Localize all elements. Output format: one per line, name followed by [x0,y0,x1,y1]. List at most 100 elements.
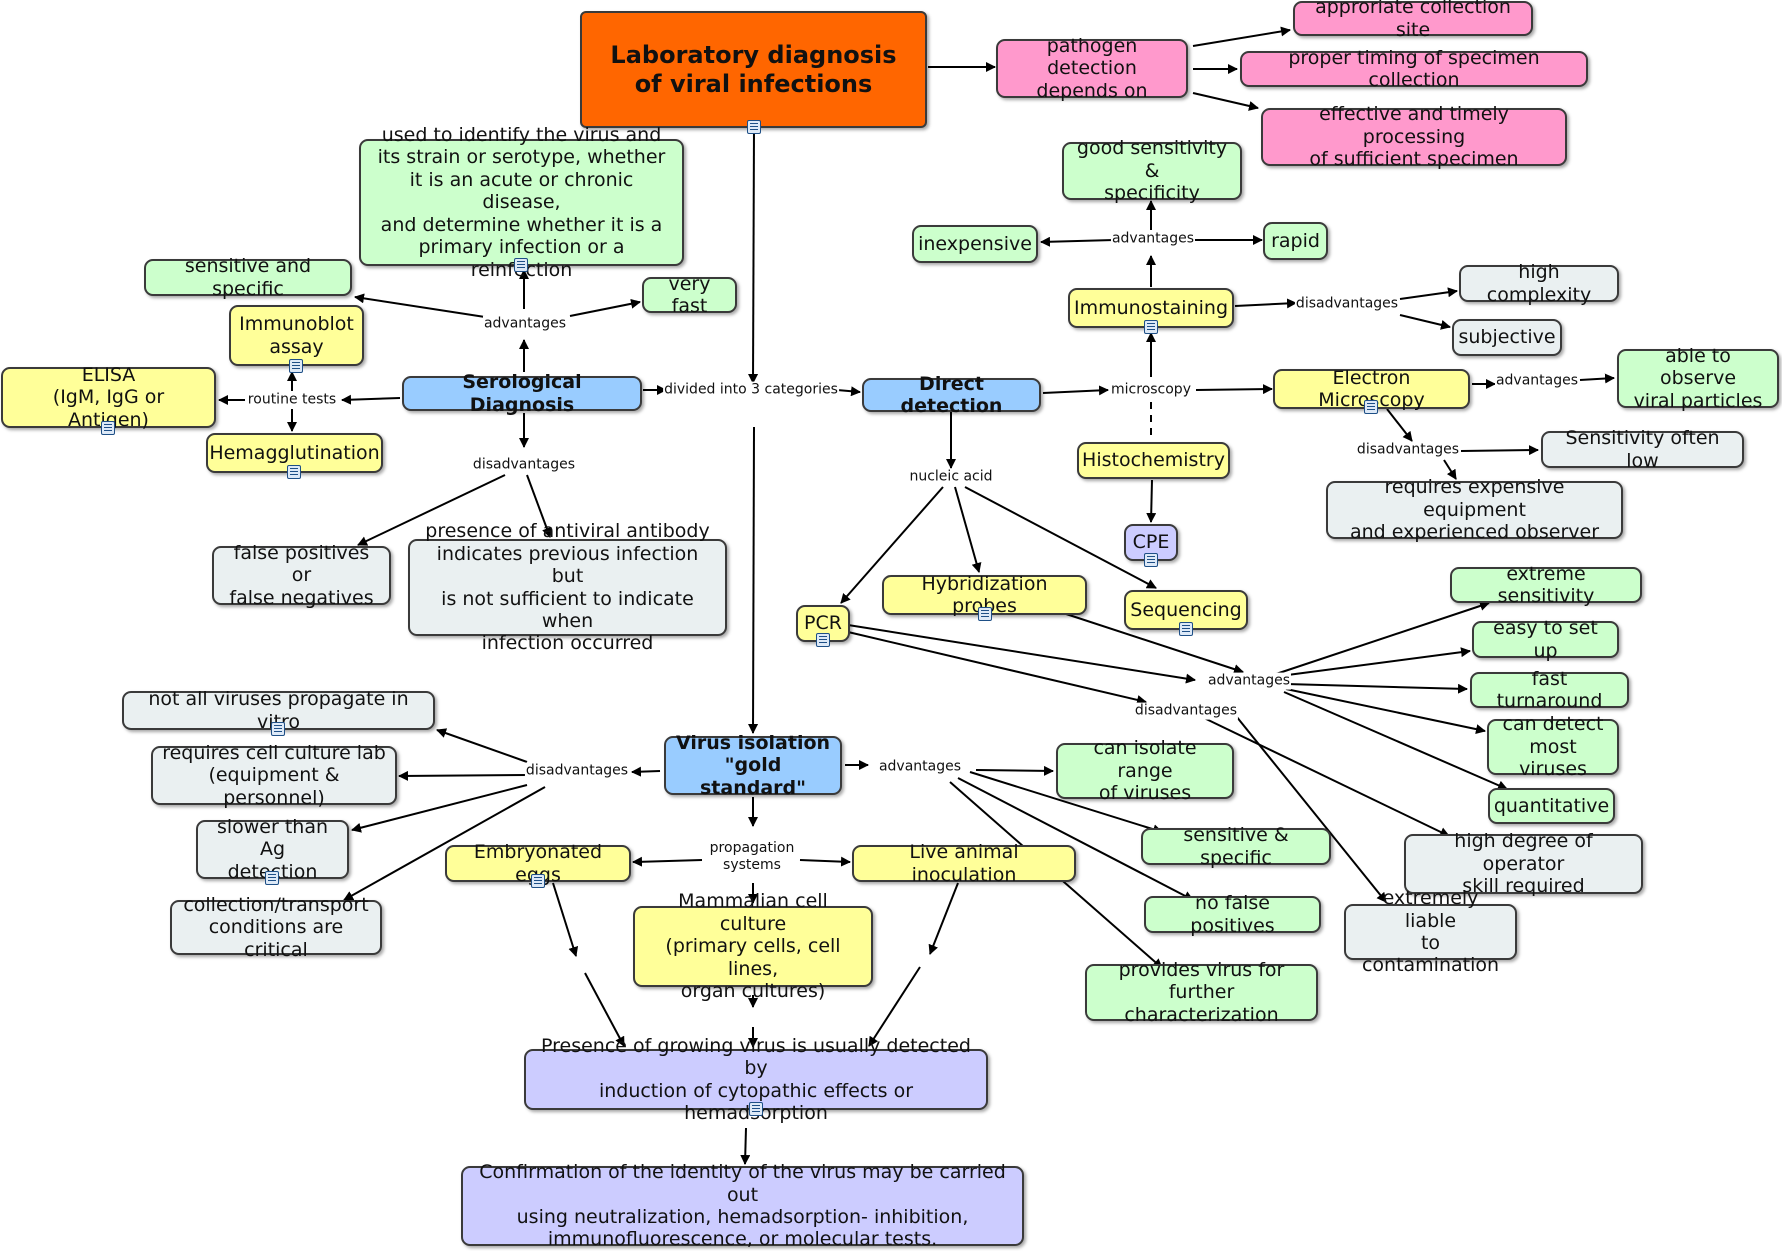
connector-line-14 [357,474,506,546]
connector-line-66 [552,882,579,957]
connector-line-43 [1279,647,1471,677]
virus-isolation-node[interactable]: Virus isolation "gold standard" [664,732,842,799]
hemagglutination-resource-icon[interactable] [287,465,301,479]
cytopathic-effects-node[interactable]: Presence of growing virus is usually det… [524,1035,988,1124]
advantages-em-label: advantages [1494,372,1580,390]
observe-particles-node[interactable]: able to observe viral particles [1617,345,1779,412]
connector-line-44 [1285,683,1468,694]
routine-tests-label: routine tests [246,391,338,409]
live-animal-node[interactable]: Live animal inoculation [852,841,1076,886]
immunoblot-node[interactable]: Immunoblot assay [229,305,364,366]
sensitive-specific-node[interactable]: sensitive and specific [144,255,352,300]
immunoblot-resource-icon[interactable] [289,359,303,373]
expensive-equipment-node[interactable]: requires expensive equipment and experie… [1326,476,1623,543]
quantitative-node[interactable]: quantitative [1488,788,1615,824]
advantages-isolation-label: advantages [877,758,963,776]
subjective-node[interactable]: subjective [1452,319,1562,356]
elisa-node[interactable]: ELISA (IgM, IgG or Antigen) [1,364,216,431]
detect-most-viruses-node[interactable]: can detect most viruses [1487,713,1619,780]
fast-turnaround-node[interactable]: fast turnaround [1470,668,1629,712]
not-all-viruses-resource-icon[interactable] [271,722,285,736]
connector-line-4 [748,127,759,384]
specimen-timing-node[interactable]: proper timing of specimen collection [1240,47,1588,91]
specimen-processing-node[interactable]: effective and timely processing of suffi… [1261,103,1567,170]
cpe-node[interactable]: CPE [1124,524,1178,561]
connector-line-37 [954,486,982,573]
connector-line-36 [840,486,944,604]
connector-line-3 [1192,92,1259,111]
advantages-serology-label: advantages [482,315,568,333]
connector-line-46 [1283,691,1508,790]
connector-line-24 [1399,314,1451,330]
nucleic-acid-label: nucleic acid [908,468,994,486]
serology-uses-resource-icon[interactable] [514,258,528,272]
operator-skill-node[interactable]: high degree of operator skill required [1404,830,1643,897]
hybridization-resource-icon[interactable] [978,607,992,621]
easy-setup-node[interactable]: easy to set up [1472,617,1619,662]
immunostaining-resource-icon[interactable] [1144,320,1158,334]
advantages-immunostaining-label: advantages [1110,230,1196,248]
electron-microscopy-resource-icon[interactable] [1364,400,1378,414]
connector-line-23 [1399,287,1458,300]
antiviral-antibody-node[interactable]: presence of antiviral antibody indicates… [408,520,727,654]
high-complexity-node[interactable]: high complexity [1459,261,1619,306]
connector-line-53 [351,784,528,833]
root-node[interactable]: Laboratory diagnosis of viral infections [580,11,927,128]
disadvantages-immunostaining-label: disadvantages [1294,295,1400,313]
mammalian-culture-node[interactable]: Mammalian cell culture (primary cells, c… [633,890,873,1002]
connector-line-40 [847,624,1196,684]
divided-categories-label: divided into 3 categories [663,381,839,399]
no-false-positives-node[interactable]: no false positives [1144,892,1321,937]
eggs-resource-icon[interactable] [531,874,545,888]
hemagglutination-node[interactable]: Hemagglutination [206,433,383,473]
direct-detection-node[interactable]: Direct detection [862,373,1041,417]
sequencing-resource-icon[interactable] [1179,622,1193,636]
pathogen-detection-node[interactable]: pathogen detection depends on [996,35,1188,102]
cell-culture-lab-node[interactable]: requires cell culture lab (equipment & p… [151,742,397,809]
rapid-node[interactable]: rapid [1263,222,1328,260]
connector-line-30 [1579,373,1615,384]
connector-line-39 [1059,611,1244,674]
slower-node[interactable]: slower than Ag detection [196,816,349,883]
slower-resource-icon[interactable] [265,871,279,885]
connector-line-22 [1234,298,1297,309]
confirmation-node[interactable]: Confirmation of the identity of the viru… [461,1161,1024,1250]
connector-line-68 [928,882,959,955]
collection-site-node[interactable]: approriate collection site [1293,0,1533,41]
immunostaining-node[interactable]: Immunostaining [1068,288,1234,328]
inexpensive-node[interactable]: inexpensive [912,225,1038,263]
connector-line-57 [969,771,1163,835]
cpe-resource-icon[interactable] [1144,553,1158,567]
contamination-node[interactable]: extremely liable to contamination [1344,887,1517,976]
not-all-viruses-node[interactable]: not all viruses propagate in vitro [122,688,435,733]
cytopathic-resource-icon[interactable] [749,1102,763,1116]
collection-transport-node[interactable]: collection/transport conditions are crit… [170,894,382,961]
connector-line-54 [343,786,546,901]
connector-line-67 [584,972,625,1047]
connector-line-7 [354,293,486,318]
histochemistry-node[interactable]: Histochemistry [1077,442,1230,479]
connector-line-38 [964,486,1157,589]
provides-virus-node[interactable]: provides virus for further characterizat… [1085,959,1318,1026]
connector-line-50 [631,766,661,777]
root-resource-icon[interactable] [747,120,761,134]
disadvantages-serology-label: disadvantages [471,456,577,474]
isolate-range-node[interactable]: can isolate range of viruses [1056,737,1234,804]
connector-line-42 [1275,601,1490,675]
pcr-resource-icon[interactable] [816,633,830,647]
connector-line-70 [740,1127,751,1165]
false-positives-node[interactable]: false positives or false negatives [212,542,391,609]
connector-line-49 [748,426,759,734]
electron-microscopy-node[interactable]: Electron Microscopy [1273,367,1470,411]
extreme-sensitivity-node[interactable]: extreme sensitivity [1450,563,1642,607]
elisa-resource-icon[interactable] [101,421,115,435]
sensitive-specific-isolation-node[interactable]: sensitive & specific [1141,824,1331,869]
serology-uses-node[interactable]: used to identify the virus and its strai… [359,124,684,281]
sensitivity-low-node[interactable]: Sensitivity often low [1541,427,1744,472]
good-sensitivity-node[interactable]: good sensitivity & specificity [1062,137,1242,204]
connector-line-33 [1443,459,1457,480]
serological-diagnosis-node[interactable]: Serological Diagnosis [402,371,642,416]
connector-line-48 [1231,710,1387,903]
very-fast-node[interactable]: very fast [642,273,737,317]
connector-line-56 [975,765,1054,776]
